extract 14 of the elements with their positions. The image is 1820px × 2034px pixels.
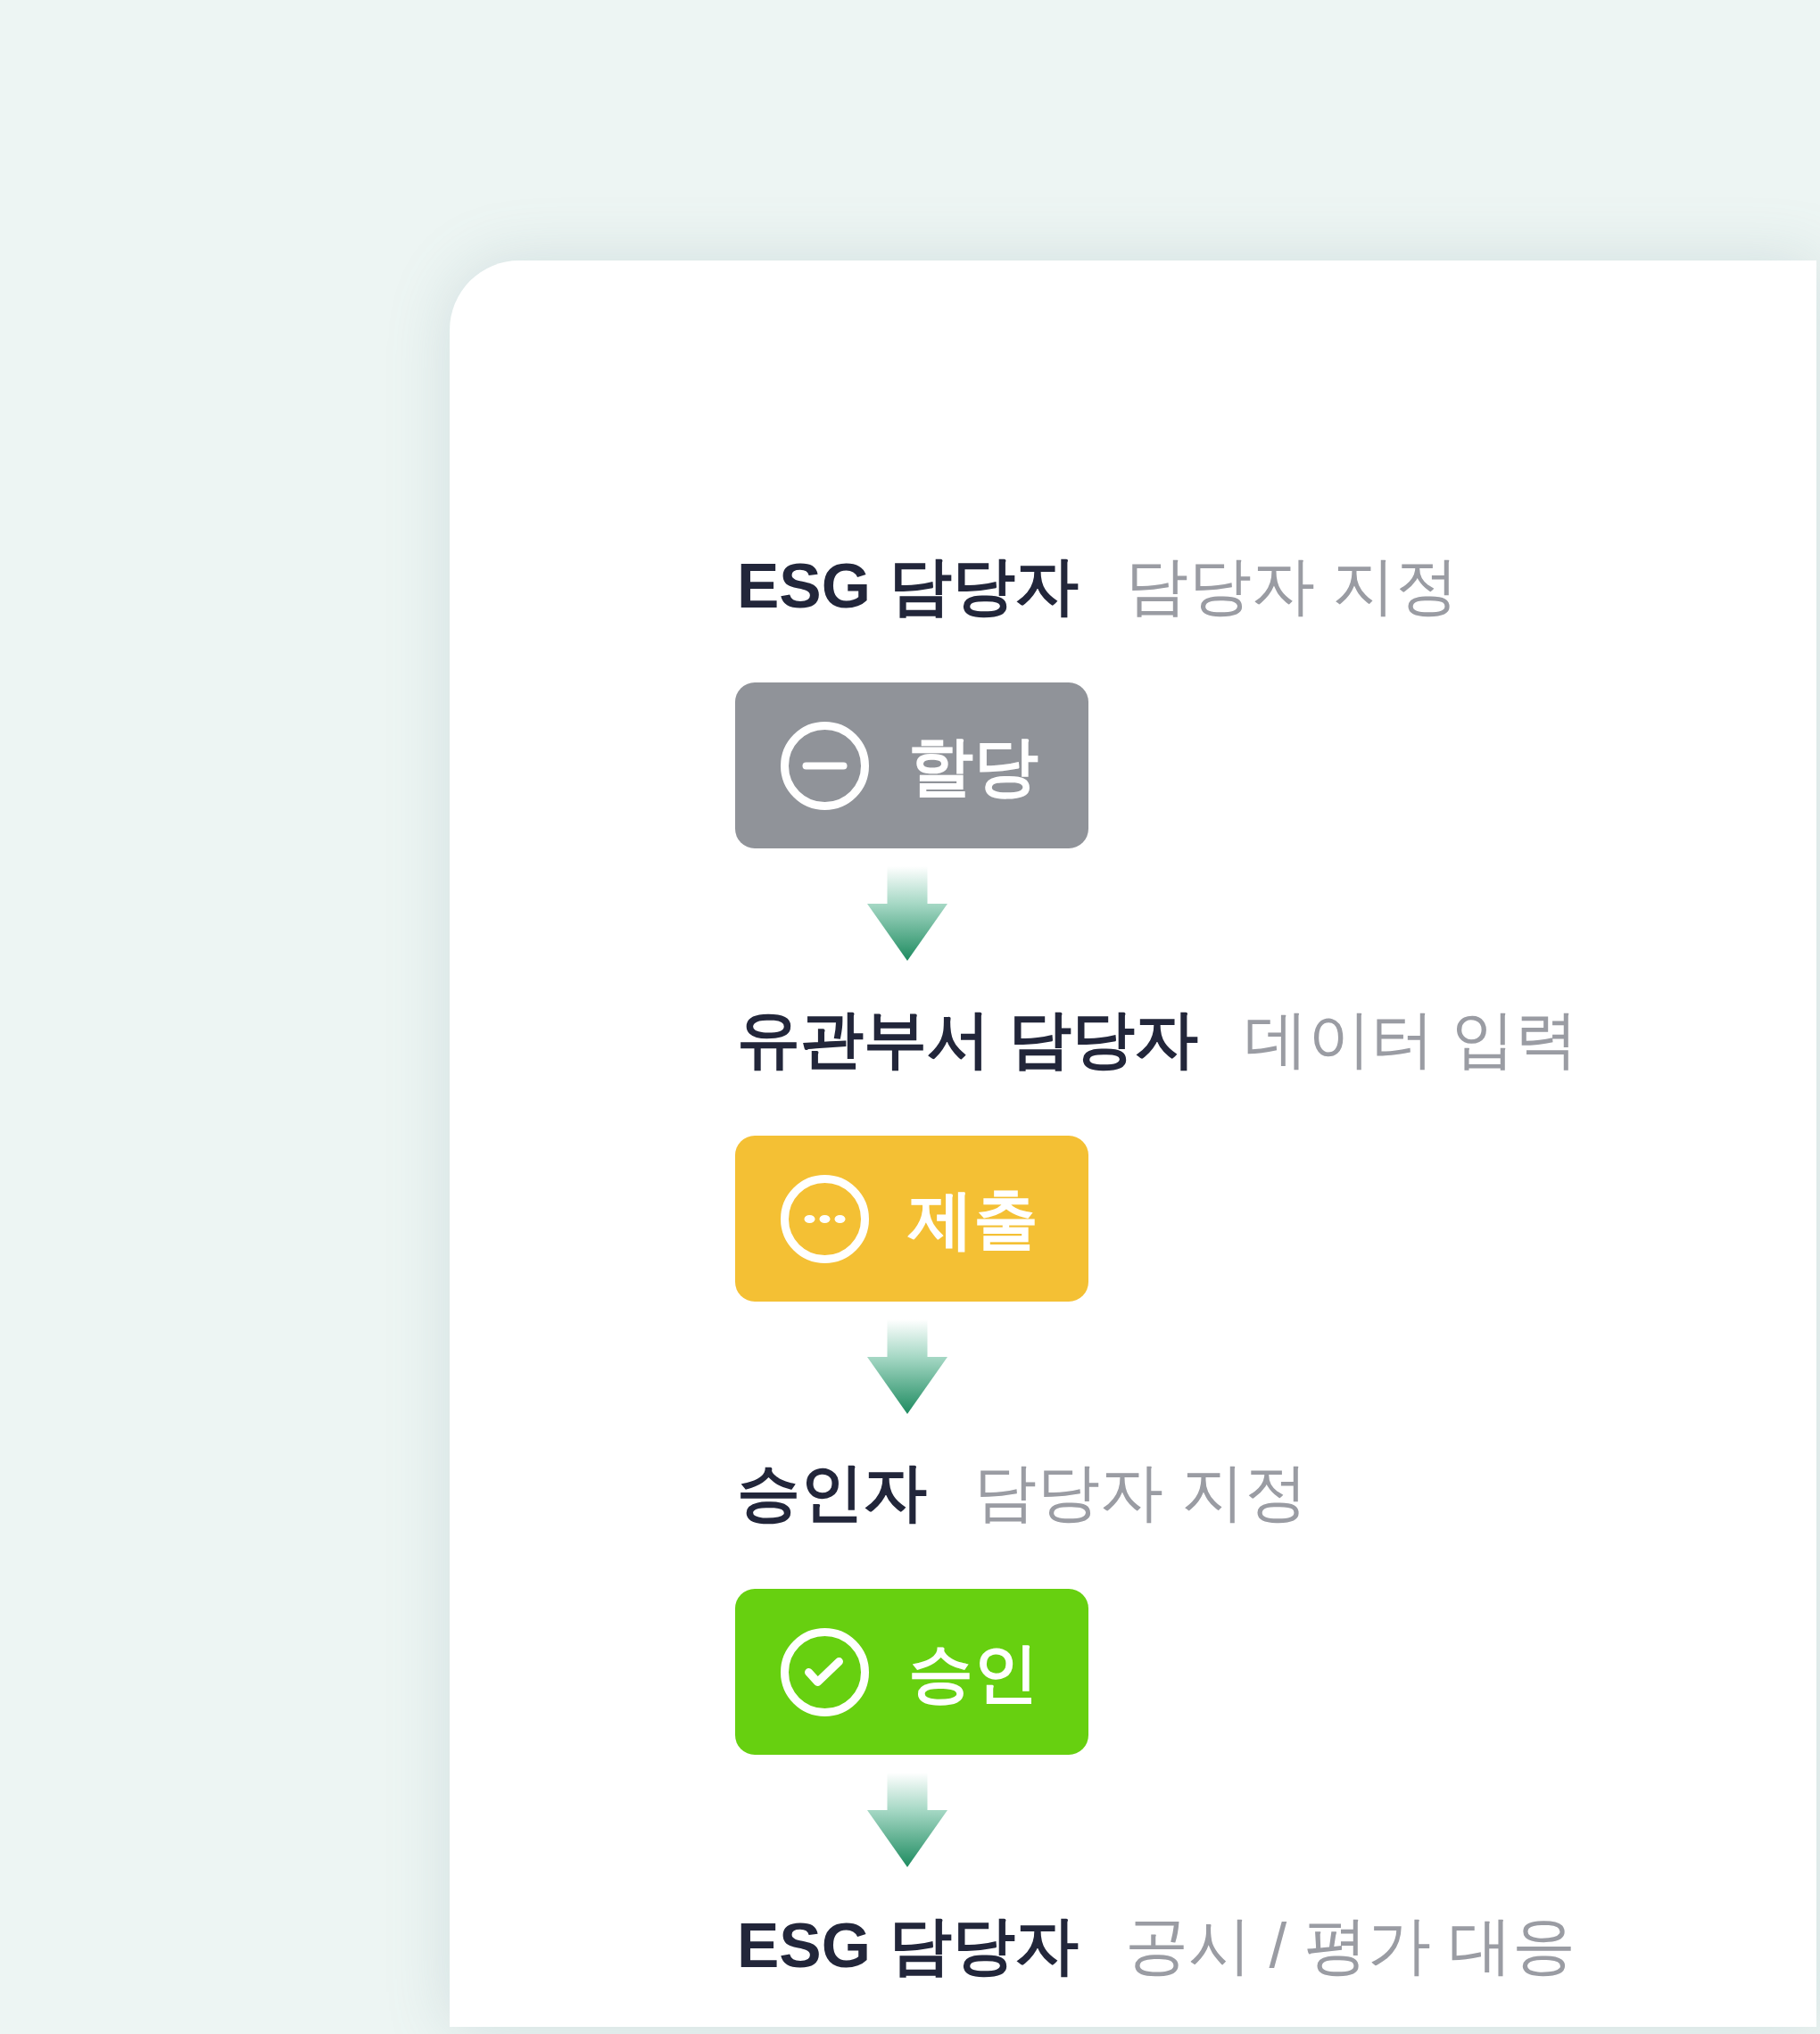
status-label: 할당 bbox=[908, 732, 1038, 798]
role-heading: ESG 담당자 bbox=[737, 550, 1079, 623]
role-heading: 유관부서 담당자 bbox=[737, 1003, 1198, 1076]
status-label: 제출 bbox=[908, 1186, 1038, 1252]
status-tag bbox=[735, 1136, 1088, 1302]
task-note: 공시 / 평가 대응 bbox=[1124, 1909, 1576, 1982]
status-tag bbox=[735, 682, 1088, 848]
task-note: 담당자 지정 bbox=[973, 1456, 1308, 1529]
status-tag bbox=[735, 1589, 1088, 1755]
role-heading: ESG 담당자 bbox=[737, 1909, 1079, 1982]
task-note: 데이터 입력 bbox=[1244, 1003, 1579, 1076]
role-heading: 승인자 bbox=[737, 1456, 927, 1529]
status-label: 승인 bbox=[908, 1639, 1038, 1705]
task-note: 담당자 지정 bbox=[1124, 550, 1460, 623]
